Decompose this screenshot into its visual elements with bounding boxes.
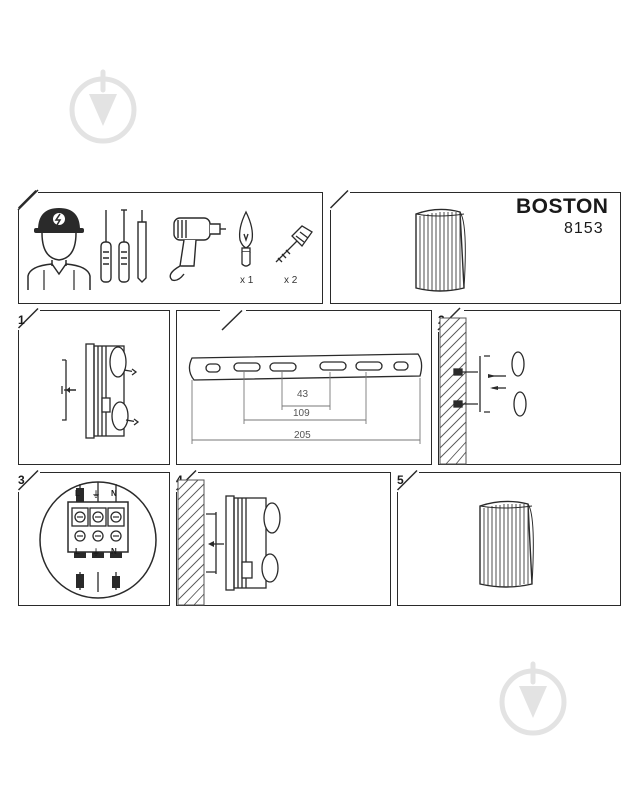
electrician-icon xyxy=(24,200,94,292)
bulb-quantity: x 1 xyxy=(240,275,254,286)
bulb-icon xyxy=(236,210,256,272)
step1-corner xyxy=(14,304,40,330)
terminal-label-bottom-earth: ⏚ xyxy=(92,548,100,557)
finished-lamp-image xyxy=(476,494,536,590)
dimension-109: 109 xyxy=(293,408,310,419)
product-name: BOSTON xyxy=(516,195,609,218)
terminal-block-circle xyxy=(36,478,160,602)
watermark-logo-bottom xyxy=(498,660,568,740)
bracket-panel xyxy=(176,310,432,465)
terminal-label-top-earth: ⏚ xyxy=(92,490,100,499)
step1-number: 1 xyxy=(18,313,25,327)
product-panel-corner xyxy=(326,186,350,210)
dimension-43: 43 xyxy=(297,389,309,400)
product-code: 8153 xyxy=(564,220,604,237)
terminal-label-top-n: N xyxy=(111,489,117,498)
wall-hatch-step4 xyxy=(177,479,205,606)
step2-panel xyxy=(438,310,621,465)
bracket-corner xyxy=(220,306,246,332)
terminal-label-bottom-l: L xyxy=(75,547,80,556)
product-panel xyxy=(330,192,621,304)
step5-corner xyxy=(393,466,419,492)
screw-quantity: x 2 xyxy=(284,275,298,286)
drill-icon xyxy=(164,214,226,282)
mounting-bracket-drawing xyxy=(184,348,428,448)
step3-number: 3 xyxy=(18,473,25,487)
terminal-label-top-l: L xyxy=(75,489,80,498)
step2-illustration xyxy=(450,346,550,426)
step4-illustration xyxy=(204,494,296,594)
screwdriver-icons xyxy=(98,208,154,286)
step3-corner xyxy=(14,466,40,492)
watermark-logo-top xyxy=(68,68,138,148)
step1-illustration xyxy=(58,340,148,442)
wall-hatch-step2 xyxy=(439,317,467,465)
screw-anchor-icon xyxy=(272,222,316,266)
dimension-205: 205 xyxy=(294,430,311,441)
tools-panel-corner xyxy=(14,186,39,211)
step4-panel xyxy=(176,472,391,606)
step5-number: 5 xyxy=(397,473,404,487)
lamp-product-image xyxy=(410,204,468,294)
terminal-label-bottom-n: N xyxy=(111,547,117,556)
